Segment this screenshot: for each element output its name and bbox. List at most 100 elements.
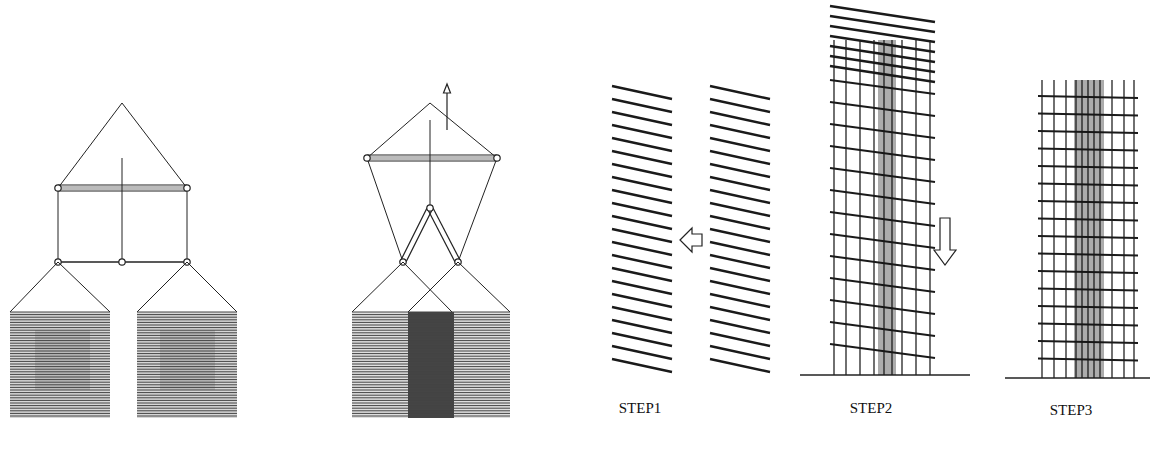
block-shade <box>352 312 510 418</box>
hatch-line <box>137 325 237 326</box>
line <box>406 208 433 262</box>
rebar-line <box>710 333 770 346</box>
hatch-line <box>10 387 110 388</box>
rebar-line <box>710 177 770 190</box>
hatch-line <box>137 335 237 336</box>
rebar-line <box>710 346 770 359</box>
rebar-vertical <box>1123 80 1124 378</box>
rebar-line <box>710 164 770 177</box>
line <box>58 103 122 188</box>
rebar-line <box>710 242 770 255</box>
hatch-line <box>10 332 110 333</box>
rebar-line <box>612 242 672 255</box>
rebar-line <box>612 99 672 112</box>
hatch-line <box>137 369 237 370</box>
hatch-line <box>10 314 110 315</box>
rebar-line <box>612 359 672 372</box>
pin-joint <box>184 185 190 191</box>
rebar-line <box>612 229 672 242</box>
line <box>10 262 58 312</box>
hatch-line <box>137 332 237 333</box>
rebar-line <box>612 320 672 333</box>
hatch-line <box>10 366 110 367</box>
hollow-arrow <box>934 218 956 265</box>
bar-fill <box>369 156 495 160</box>
rebar-line <box>612 216 672 229</box>
hatch-line <box>10 400 110 401</box>
block-shade <box>35 330 90 390</box>
hatch-line <box>352 335 510 336</box>
rebar-line <box>612 177 672 190</box>
hatch-line <box>352 382 510 383</box>
hatch-line <box>352 400 510 401</box>
hatch-line <box>352 395 510 396</box>
hatch-line <box>137 377 237 378</box>
hatch-line <box>10 392 110 393</box>
hatch-line <box>10 312 110 313</box>
hatch-line <box>10 338 110 339</box>
step-label: STEP3 <box>1050 402 1093 419</box>
hatch-line <box>352 408 510 409</box>
block-shade <box>137 312 237 418</box>
hatch-line <box>352 361 510 362</box>
hatch-line <box>352 403 510 404</box>
rebar-line <box>612 294 672 307</box>
line <box>367 103 430 158</box>
hatch-line <box>352 325 510 326</box>
rebar-line <box>710 307 770 320</box>
hatch-line <box>10 384 110 385</box>
line <box>58 188 59 262</box>
hatch-line <box>352 322 510 323</box>
line <box>430 120 431 208</box>
rebar-line <box>710 190 770 203</box>
rebar-line <box>710 99 770 112</box>
hatch-line <box>10 330 110 331</box>
hatch-line <box>137 384 237 385</box>
rebar-line <box>612 86 672 99</box>
hollow-arrow <box>680 228 702 252</box>
rebar-line <box>612 203 672 216</box>
hatch-line <box>10 369 110 370</box>
hatch-line <box>10 374 110 375</box>
hatch-line <box>352 364 510 365</box>
pin-joint <box>364 155 370 161</box>
hatch-line <box>10 327 110 328</box>
hatch-line <box>10 379 110 380</box>
hatch-line <box>137 343 237 344</box>
hatch-line <box>137 312 237 313</box>
hatch-line <box>10 382 110 383</box>
hatch-line <box>352 343 510 344</box>
step-label: STEP1 <box>619 400 662 417</box>
hatch-line <box>10 351 110 352</box>
hatch-line <box>137 351 237 352</box>
hatch-line <box>137 410 237 411</box>
rebar-line <box>612 268 672 281</box>
block-shade <box>10 312 110 418</box>
hatch-line <box>352 358 510 359</box>
line <box>367 158 403 262</box>
line <box>122 103 187 188</box>
hatch-line <box>10 319 110 320</box>
hatch-line <box>137 387 237 388</box>
step-label: STEP2 <box>850 400 893 417</box>
rebar-line <box>710 255 770 268</box>
hatch-line <box>352 377 510 378</box>
line <box>352 262 403 312</box>
hatch-line <box>10 325 110 326</box>
hatch-line <box>10 361 110 362</box>
hatch-line <box>10 335 110 336</box>
rebar-vertical <box>873 40 874 375</box>
line <box>367 154 497 155</box>
hatch-line <box>10 364 110 365</box>
lift-arrow <box>446 90 447 130</box>
line <box>430 103 497 158</box>
hatch-line <box>10 348 110 349</box>
hatch-line <box>352 416 510 417</box>
rebar-line <box>612 190 672 203</box>
hatch-line <box>137 322 237 323</box>
rebar-line <box>710 294 770 307</box>
hatch-line <box>10 416 110 417</box>
hatch-line <box>137 345 237 346</box>
pin-joint <box>427 205 433 211</box>
hatch-line <box>352 392 510 393</box>
